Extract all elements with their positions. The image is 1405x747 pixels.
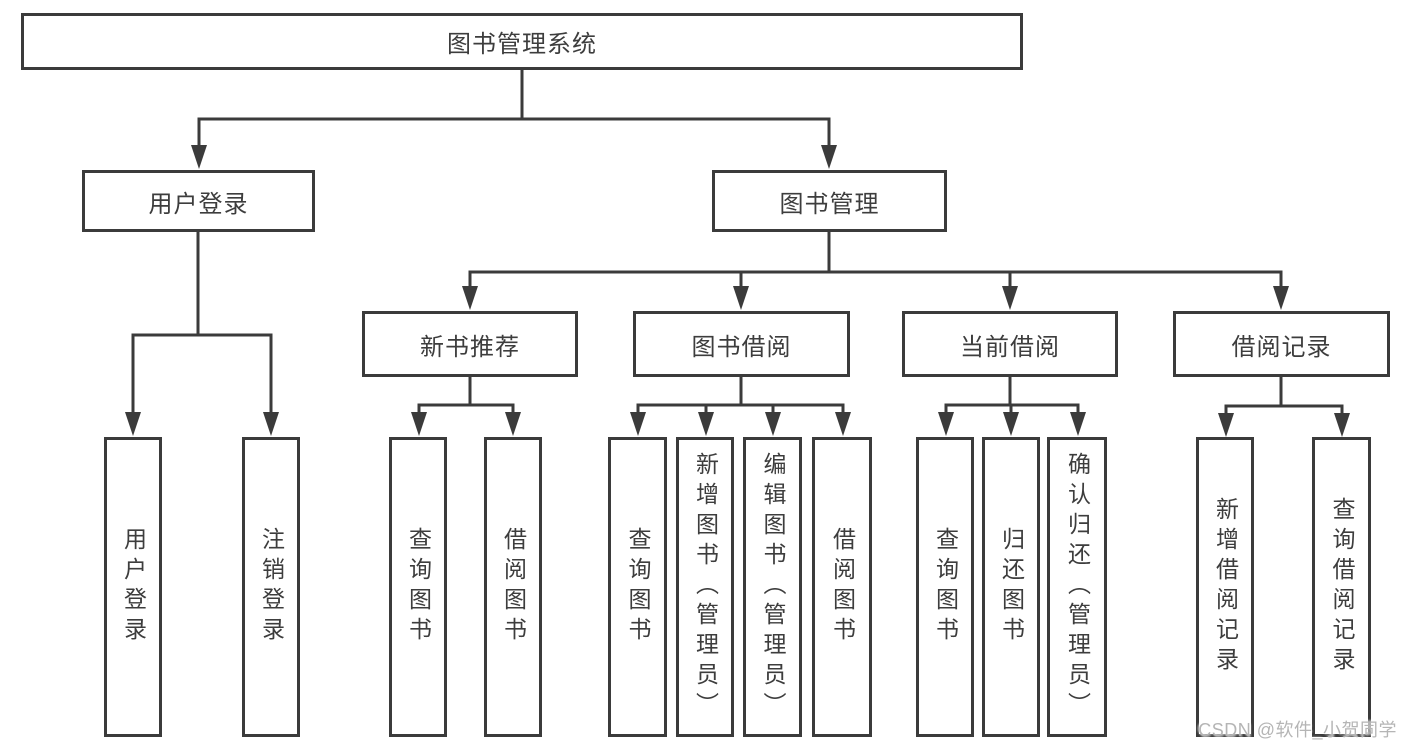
node-new-book-recommend: 新书推荐 xyxy=(362,311,578,377)
arrowhead-icon xyxy=(411,412,427,436)
node-label: 查询图书 xyxy=(405,527,432,647)
node-label: 编辑图书（管理员） xyxy=(760,452,786,722)
node-current-borrowing: 当前借阅 xyxy=(902,311,1118,377)
node-library-system: 图书管理系统 xyxy=(21,13,1023,70)
node-borrow-records: 借阅记录 xyxy=(1173,311,1390,377)
leaf-current-query-books: 查询图书 xyxy=(916,437,974,737)
arrowhead-icon xyxy=(1218,413,1234,437)
arrowhead-icon xyxy=(733,286,749,310)
arrowhead-icon xyxy=(1003,412,1019,436)
arrowhead-icon xyxy=(1334,413,1350,437)
node-label: 归还图书 xyxy=(998,527,1025,647)
arrowhead-icon xyxy=(263,412,279,436)
leaf-records-query-record: 查询借阅记录 xyxy=(1312,437,1371,737)
leaf-logout: 注销登录 xyxy=(242,437,300,737)
leaf-recommend-borrow-books: 借阅图书 xyxy=(484,437,542,737)
node-label: 新增图书（管理员） xyxy=(692,452,719,722)
node-label: 查询图书 xyxy=(932,527,959,647)
arrowhead-icon xyxy=(698,412,714,436)
leaf-borrowing-borrow-books: 借阅图书 xyxy=(812,437,872,737)
arrowhead-icon xyxy=(835,412,851,436)
leaf-current-return-books: 归还图书 xyxy=(982,437,1040,737)
leaf-records-add-record: 新增借阅记录 xyxy=(1196,437,1254,737)
node-book-borrowing: 图书借阅 xyxy=(633,311,850,377)
leaf-borrowing-query-books: 查询图书 xyxy=(608,437,667,737)
leaf-recommend-query-books: 查询图书 xyxy=(389,437,447,737)
node-label: 借阅图书 xyxy=(829,527,856,647)
node-user-login: 用户登录 xyxy=(82,170,315,232)
arrowhead-icon xyxy=(125,412,141,436)
arrowhead-icon xyxy=(765,412,781,436)
node-book-management: 图书管理 xyxy=(712,170,947,232)
arrowhead-icon xyxy=(505,412,521,436)
arrowhead-icon xyxy=(1002,286,1018,310)
node-label: 确认归还（管理员） xyxy=(1064,452,1091,722)
arrowhead-icon xyxy=(1070,412,1086,436)
arrowhead-icon xyxy=(630,412,646,436)
node-label: 借阅图书 xyxy=(500,527,527,647)
arrowhead-icon xyxy=(1273,286,1289,310)
node-label: 查询借阅记录 xyxy=(1329,497,1355,677)
leaf-borrowing-add-books-admin: 新增图书（管理员） xyxy=(676,437,734,737)
arrowhead-icon xyxy=(191,145,207,169)
csdn-watermark: CSDN @软件_小贺同学 xyxy=(1198,720,1397,740)
node-label: 用户登录 xyxy=(120,527,147,647)
node-label: 注销登录 xyxy=(258,527,285,647)
node-label: 查询图书 xyxy=(625,527,651,647)
leaf-user-login: 用户登录 xyxy=(104,437,162,737)
arrowhead-icon xyxy=(938,412,954,436)
node-label: 新增借阅记录 xyxy=(1212,497,1239,677)
arrowhead-icon xyxy=(462,286,478,310)
leaf-current-confirm-return-admin: 确认归还（管理员） xyxy=(1047,437,1107,737)
arrowhead-icon xyxy=(821,145,837,169)
leaf-borrowing-edit-books-admin: 编辑图书（管理员） xyxy=(743,437,802,737)
